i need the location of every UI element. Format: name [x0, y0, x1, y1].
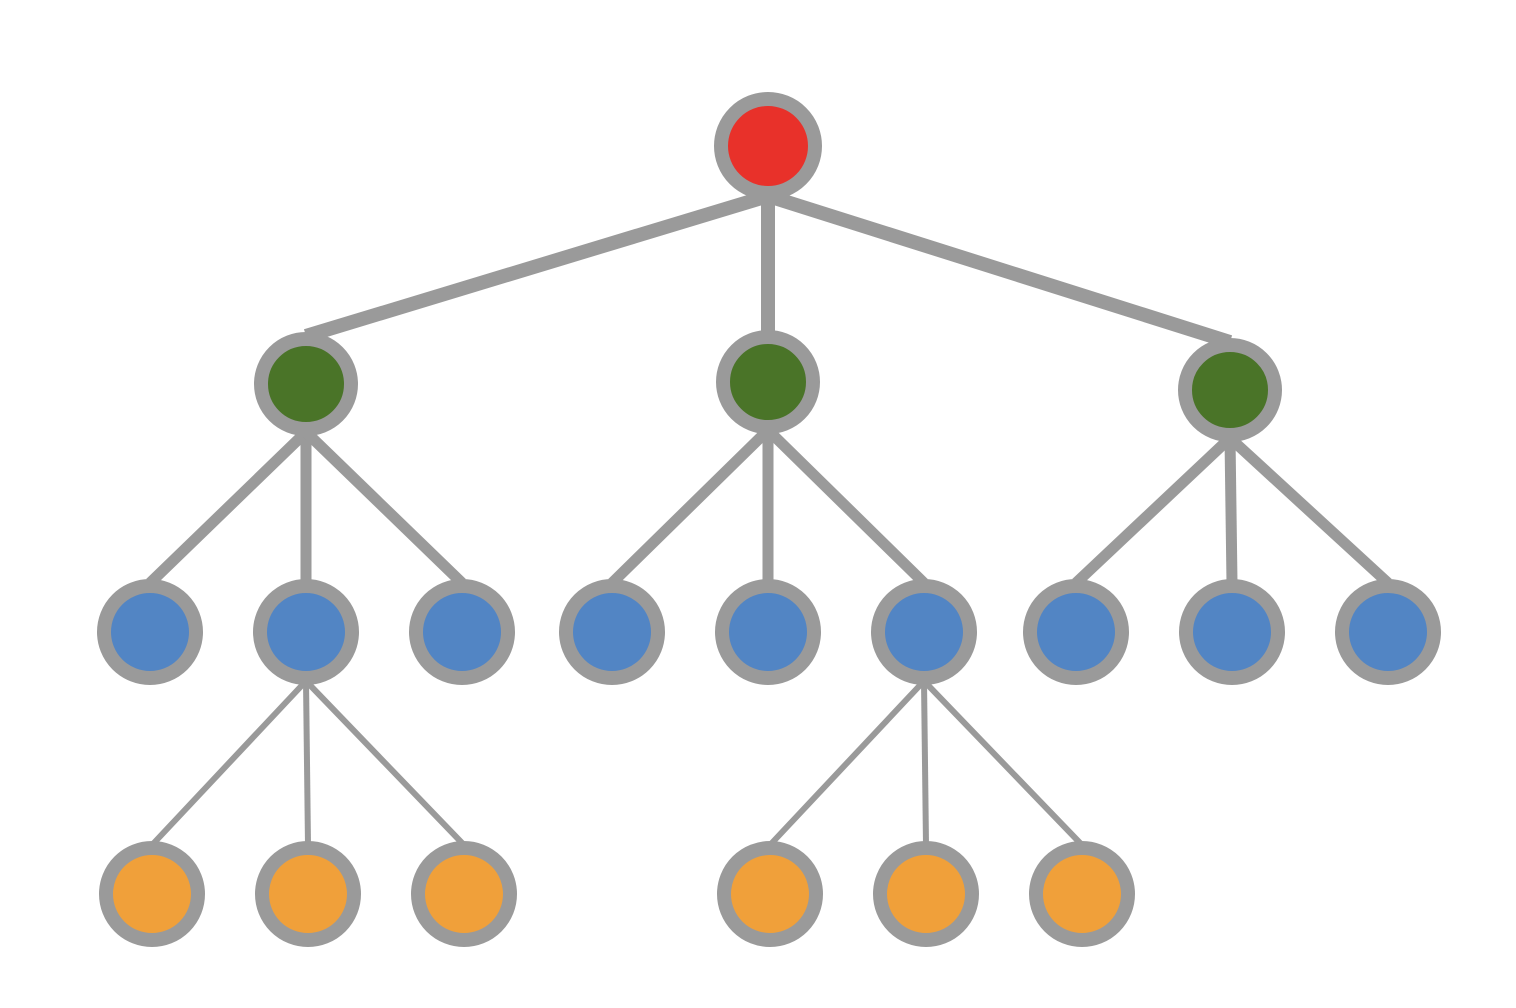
tree-node-o6	[1029, 841, 1135, 947]
tree-node-b5	[715, 579, 821, 685]
edge-b6-o5	[921, 680, 929, 846]
edge-g3-b7	[1072, 433, 1234, 588]
edge-b2-o3	[303, 678, 467, 848]
tree-node-b4	[559, 579, 665, 685]
edge-root-g1	[303, 189, 771, 343]
tree-node-o4	[717, 841, 823, 947]
tree-node-b9	[1335, 579, 1441, 685]
tree-node-g2	[716, 330, 820, 434]
edge-root-g3	[765, 189, 1233, 349]
edge-b2-o2	[303, 680, 311, 846]
edge-g2-b4	[608, 426, 772, 587]
edges-layer	[146, 189, 1392, 848]
edge-b2-o1	[149, 678, 309, 848]
tree-node-o5	[873, 841, 979, 947]
nodes-layer	[97, 92, 1441, 947]
tree-node-b6	[871, 579, 977, 685]
edge-g3-b8	[1224, 437, 1238, 584]
tree-node-b3	[409, 579, 515, 685]
tree-node-b7	[1023, 579, 1129, 685]
tree-node-o3	[411, 841, 517, 947]
edge-g3-b9	[1226, 433, 1392, 588]
tree-node-o1	[99, 841, 205, 947]
tree-node-g3	[1178, 338, 1282, 442]
tree-node-o2	[255, 841, 361, 947]
tree-node-b2	[253, 579, 359, 685]
edge-g2-b6	[764, 426, 928, 587]
tree-node-b8	[1179, 579, 1285, 685]
edge-b6-o6	[921, 678, 1085, 848]
edge-g1-b3	[302, 428, 466, 587]
tree-node-root	[714, 92, 822, 200]
tree-node-g1	[254, 332, 358, 436]
edge-g1-b1	[146, 428, 310, 587]
tree-node-b1	[97, 579, 203, 685]
edge-b6-o4	[767, 678, 927, 848]
